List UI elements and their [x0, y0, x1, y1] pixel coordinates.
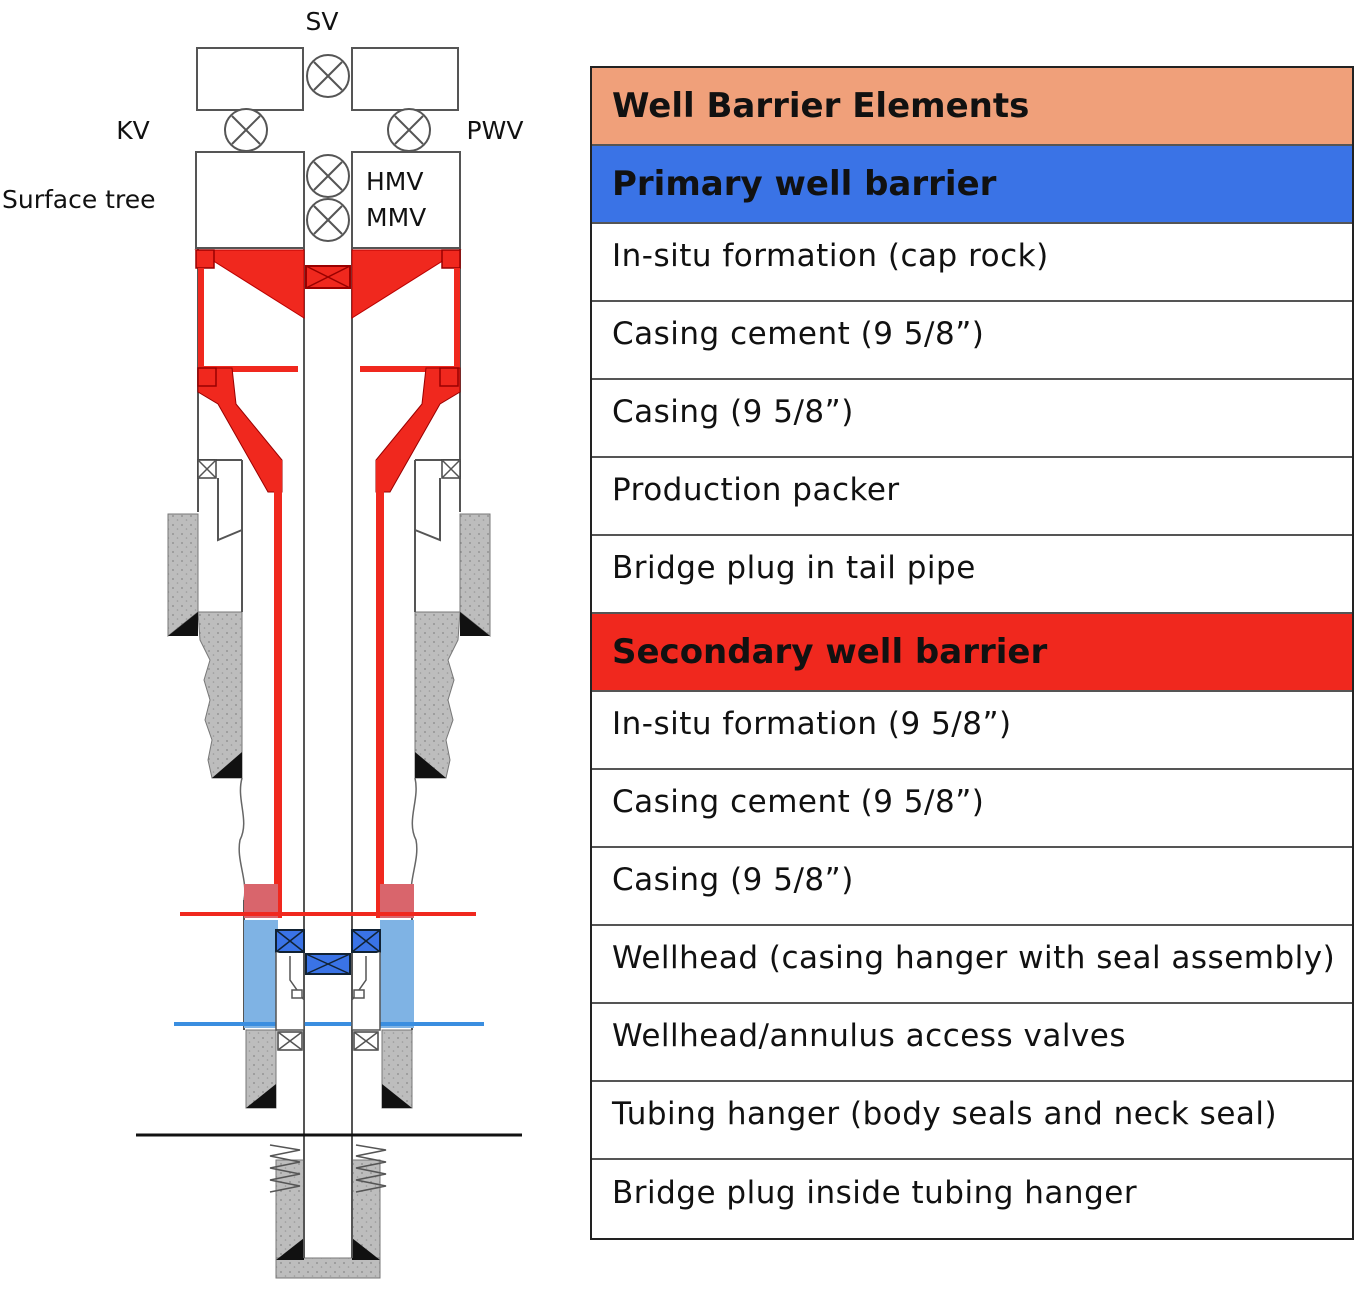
- list-item: Wellhead (casing hanger with seal assemb…: [592, 926, 1352, 1004]
- formation-springs: [269, 1144, 387, 1193]
- kill-valve-icon: [224, 108, 268, 152]
- table-title: Well Barrier Elements: [592, 68, 1352, 146]
- casing-shoes: [168, 612, 490, 1260]
- tubing-hanger: [197, 459, 461, 1051]
- well-schematic: SV KV PWV Surface tree HMV MMV: [2, 7, 524, 1279]
- secondary-barrier-envelope: [180, 249, 476, 918]
- hmv-valve-icon: [306, 154, 350, 198]
- list-item: Tubing hanger (body seals and neck seal): [592, 1082, 1352, 1160]
- primary-barrier-heading: Primary well barrier: [592, 146, 1352, 224]
- kv-label: KV: [116, 116, 150, 145]
- list-item: Casing (9 5/8”): [592, 848, 1352, 926]
- barrier-elements-table: Well Barrier Elements Primary well barri…: [590, 66, 1354, 1240]
- primary-barrier-envelope: [174, 920, 484, 1028]
- casing-cement: [167, 513, 491, 1279]
- mmv-label: MMV: [366, 203, 426, 232]
- swab-valve-icon: [306, 54, 350, 98]
- tubing: [303, 248, 353, 1258]
- list-item: Casing (9 5/8”): [592, 380, 1352, 458]
- mmv-valve-icon: [306, 198, 350, 242]
- list-item: In-situ formation (9 5/8”): [592, 692, 1352, 770]
- surface-tree: [195, 47, 461, 249]
- list-item: Casing cement (9 5/8”): [592, 302, 1352, 380]
- list-item: Casing cement (9 5/8”): [592, 770, 1352, 848]
- list-item: Bridge plug in tail pipe: [592, 536, 1352, 614]
- hmv-label: HMV: [366, 167, 423, 196]
- list-item: Production packer: [592, 458, 1352, 536]
- surface-tree-label: Surface tree: [2, 185, 155, 214]
- production-wing-valve-icon: [387, 108, 431, 152]
- secondary-barrier-heading: Secondary well barrier: [592, 614, 1352, 692]
- sv-label: SV: [306, 7, 339, 36]
- open-hole-wall: [238, 777, 418, 901]
- list-item: Wellhead/annulus access valves: [592, 1004, 1352, 1082]
- list-item: In-situ formation (cap rock): [592, 224, 1352, 302]
- list-item: Bridge plug inside tubing hanger: [612, 1175, 1138, 1211]
- pwv-label: PWV: [467, 116, 524, 145]
